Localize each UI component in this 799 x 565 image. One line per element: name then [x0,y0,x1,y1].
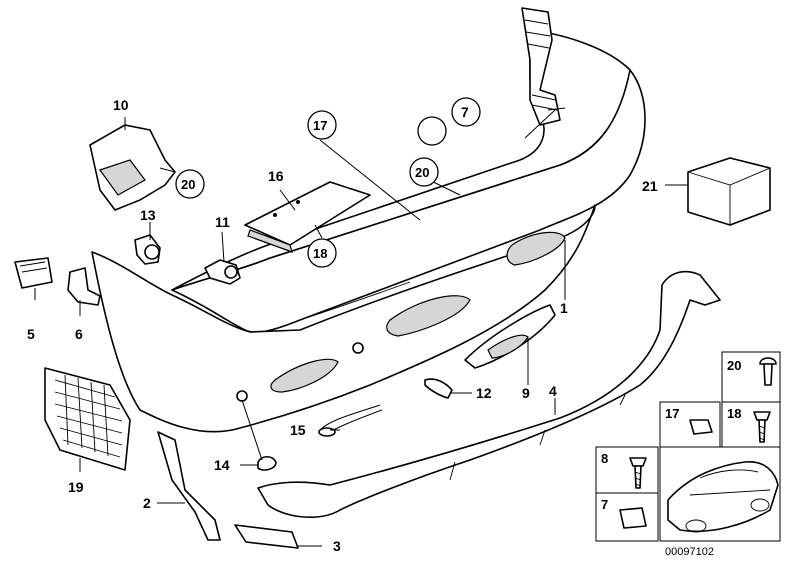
bumper-cover [171,29,646,334]
callout-14: 14 [214,457,230,473]
callout-12: 12 [476,385,492,401]
callout-10: 10 [113,97,129,113]
part-5-clip [14,257,53,289]
part-15-cable [318,404,383,437]
callout-1: 1 [560,300,568,316]
bumper-lower-trim [91,204,596,433]
callout-labels: 1 2 3 4 5 6 9 10 11 12 13 14 15 16 19 21 [27,97,658,554]
part-3-reflector [234,524,299,549]
callout-15: 15 [290,422,306,438]
part-10-bracket [89,124,176,211]
bumper-bracket [521,7,561,126]
part-2-bracket [157,431,221,541]
callout-13: 13 [140,207,156,223]
leader-lines [34,107,688,547]
part-4-spoiler [257,270,721,518]
callout-16: 16 [268,168,284,184]
callout-4: 4 [549,383,557,399]
part-9-insert [464,304,556,369]
callout-6: 6 [75,326,83,342]
part-12-clip [424,378,453,399]
legend-label-17: 17 [665,406,679,421]
callout-19: 19 [68,479,84,495]
callout-18: 18 [313,246,327,261]
part-13-sensor [134,234,161,265]
legend-label-18: 18 [727,406,741,421]
part-16-bracket [244,181,371,253]
callout-7: 7 [461,104,469,120]
legend-label-20: 20 [727,358,741,373]
part-21-pad [687,157,771,226]
callout-20: 20 [415,165,429,180]
part-14-cap [257,455,277,471]
circled-callouts: 7 8 17 20 18 20 [175,97,481,268]
callout-17: 17 [313,118,327,133]
part-11-sensor [204,259,241,285]
callout-21: 21 [642,178,658,194]
legend-label-8: 8 [601,451,608,466]
legend-label-7: 7 [601,497,608,512]
callout-2: 2 [143,495,151,511]
part-6-clip [67,267,101,306]
diagram-reference-number: 00097102 [665,546,714,558]
callout-5: 5 [27,326,35,342]
callout-11: 11 [215,214,230,230]
fastener-legend: 20 17 18 8 7 [595,351,781,542]
callout-3: 3 [333,538,341,554]
callout-9: 9 [522,385,530,401]
part-19-grille [44,367,131,471]
callout-20-bracket: 20 [181,177,195,192]
